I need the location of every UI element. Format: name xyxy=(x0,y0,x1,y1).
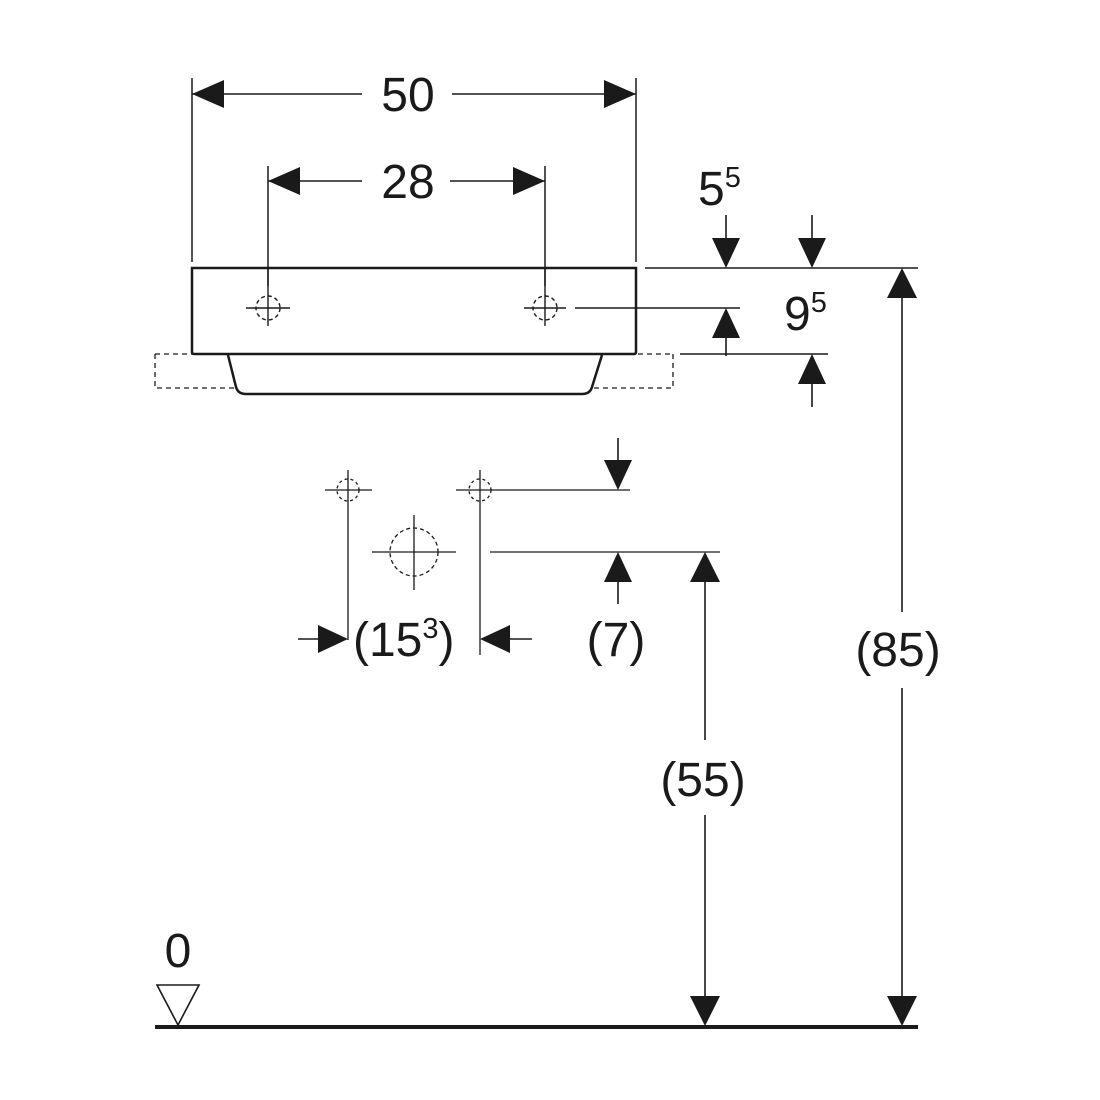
extension-lines xyxy=(191,78,918,355)
label-supply-spacing-close: ) xyxy=(439,614,455,667)
label-tap-hole-height: 95 xyxy=(784,287,827,341)
dimension-line-waste-height xyxy=(690,552,720,1026)
countertop-outline xyxy=(154,353,674,389)
label-supply-spacing-main: 15 xyxy=(369,614,422,667)
dimension-line-overall-width xyxy=(192,80,636,108)
label-rim-height: (85) xyxy=(855,624,940,677)
label-rim-offset-sup: 5 xyxy=(725,162,741,194)
label-supply-spacing-open: ( xyxy=(353,614,369,667)
dimension-arrows-supply-offset xyxy=(604,438,632,604)
dimension-arrows-supply-spacing xyxy=(298,625,532,653)
waste-outlet xyxy=(372,515,720,590)
label-tap-hole-height-sup: 5 xyxy=(811,287,827,319)
label-floor-level: 0 xyxy=(165,925,192,978)
basin-outline xyxy=(190,266,638,396)
label-supply-spacing-sup: 3 xyxy=(422,613,438,645)
label-supply-offset: (7) xyxy=(587,614,646,667)
supply-point-left xyxy=(325,470,372,640)
label-rim-offset: 55 xyxy=(698,162,741,216)
label-waste-height: (55) xyxy=(660,754,745,807)
label-rim-offset-main: 5 xyxy=(698,163,725,216)
label-overall-width: 50 xyxy=(381,69,434,122)
dimension-arrows-tap-height xyxy=(712,308,826,407)
label-supply-spacing: (153) xyxy=(353,613,455,667)
dimension-line-rim-height xyxy=(887,268,917,1026)
label-tap-spacing: 28 xyxy=(381,156,434,209)
dimension-arrows-rim-offset xyxy=(712,215,826,268)
supply-point-right xyxy=(456,470,630,655)
dimension-line-tap-spacing xyxy=(268,167,545,195)
label-tap-hole-height-main: 9 xyxy=(784,288,811,341)
floor-level-triangle-icon xyxy=(155,984,201,1027)
